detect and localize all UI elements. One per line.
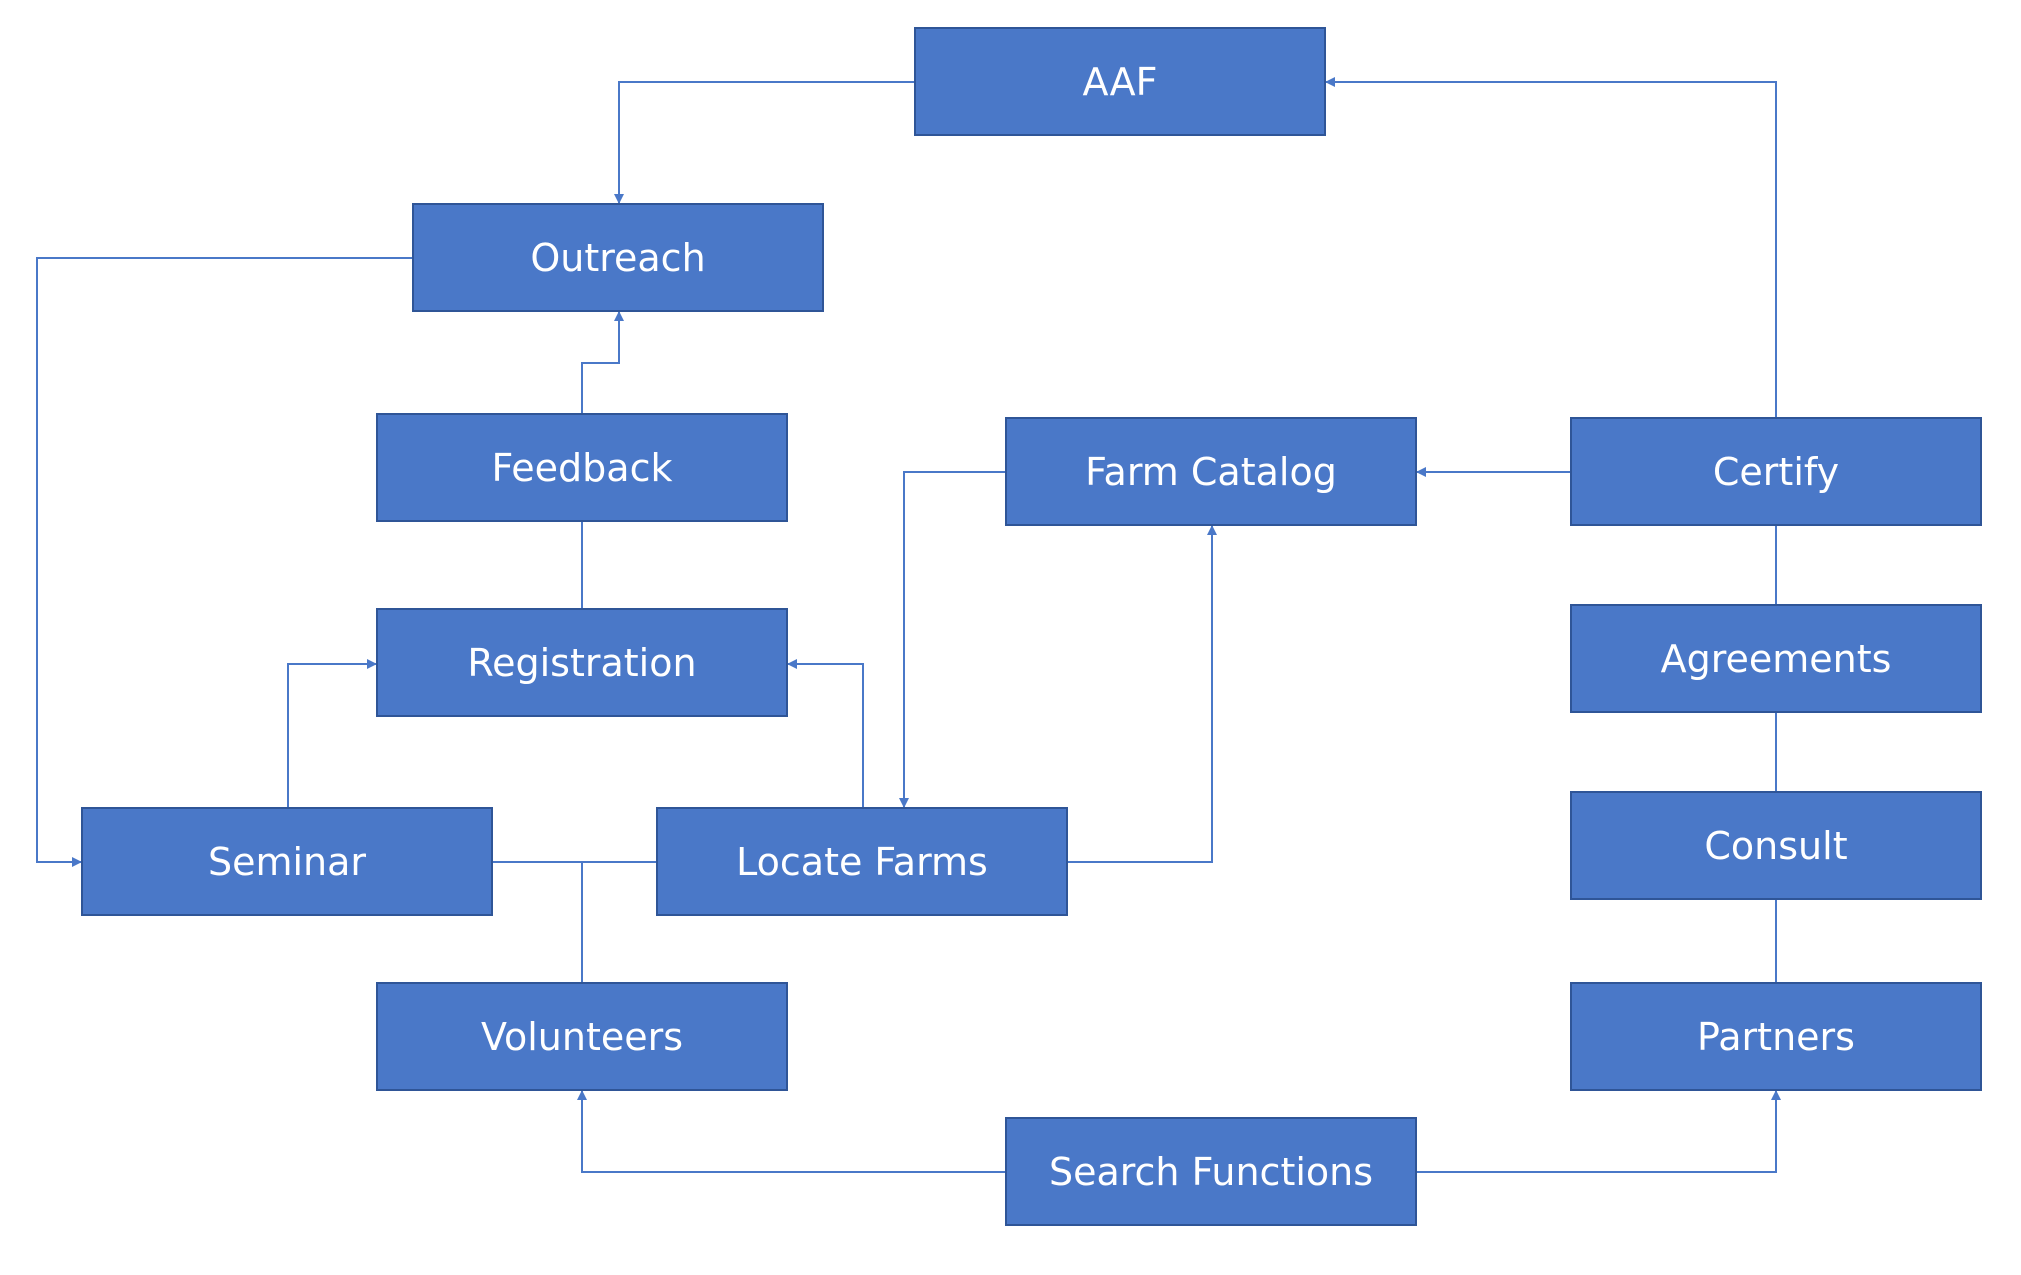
node-seminar[interactable]: Seminar [81,807,493,916]
connector-feedback-outreach [581,311,624,413]
connector-aaf-outreach [614,81,914,204]
node-certify[interactable]: Certify [1570,417,1982,526]
connector-locate-registration [787,659,864,807]
node-registration[interactable]: Registration [376,608,788,717]
node-aaf[interactable]: AAF [914,27,1326,136]
node-label: Agreements [1660,636,1892,681]
node-label: Partners [1697,1014,1855,1059]
node-label: Outreach [530,235,706,280]
node-farm-catalog[interactable]: Farm Catalog [1005,417,1417,526]
node-volunteers[interactable]: Volunteers [376,982,788,1091]
node-feedback[interactable]: Feedback [376,413,788,522]
connector-certify-aaf [1325,77,1777,417]
node-locate-farms[interactable]: Locate Farms [656,807,1068,916]
node-search-functions[interactable]: Search Functions [1005,1117,1417,1226]
node-consult[interactable]: Consult [1570,791,1982,900]
node-label: AAF [1082,59,1158,104]
connector-search-volunteers [577,1090,1005,1173]
node-label: Certify [1712,449,1840,494]
node-label: Volunteers [480,1014,684,1059]
node-label: Farm Catalog [1085,449,1337,494]
connector-outreach-seminar [36,257,412,867]
node-outreach[interactable]: Outreach [412,203,824,312]
node-label: Consult [1704,823,1848,868]
node-partners[interactable]: Partners [1570,982,1982,1091]
node-label: Locate Farms [736,839,988,884]
node-label: Seminar [207,839,367,884]
connector-search-partners [1417,1090,1781,1173]
connector-catalog-locate [899,471,1005,808]
node-label: Feedback [491,445,673,490]
node-agreements[interactable]: Agreements [1570,604,1982,713]
node-label: Registration [467,640,697,685]
connector-locate-catalog [1068,525,1217,863]
connector-seminar-registration [287,659,377,807]
node-label: Search Functions [1048,1149,1374,1194]
